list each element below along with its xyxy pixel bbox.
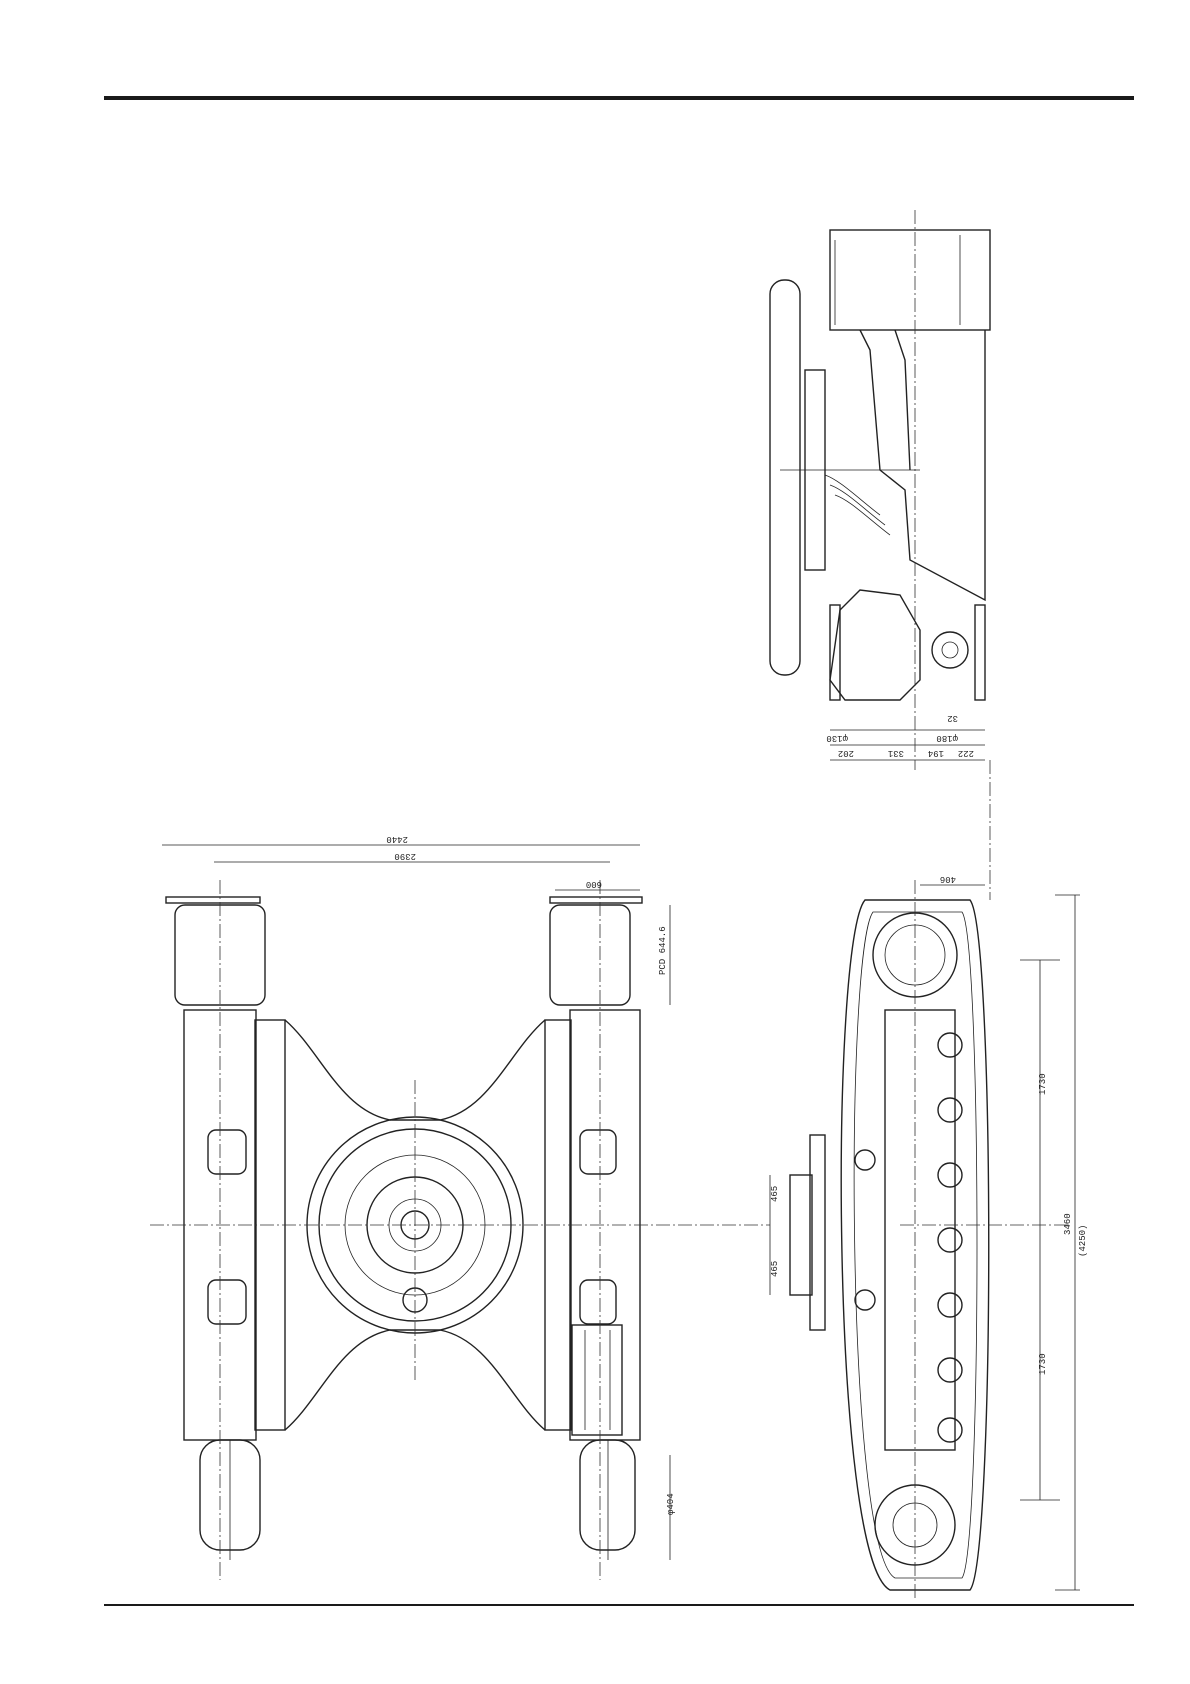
dim-2440: 2440: [386, 834, 408, 844]
track-view-drawing: [770, 880, 1080, 1600]
side-view-drawing: [770, 210, 990, 900]
side-view-dimension-labels: 202 331 194 222 φ130 φ180 32: [826, 713, 974, 758]
dim-3460: 3460: [1063, 1213, 1073, 1235]
dim-phi180: φ180: [936, 733, 958, 743]
dim-32: 32: [947, 713, 958, 723]
dim-222: 222: [958, 748, 974, 758]
dim-4250: (4250): [1078, 1225, 1088, 1257]
dim-406: 406: [940, 874, 956, 884]
dim-465-lower: 465: [770, 1261, 780, 1277]
top-view-dimension-labels: 2440 2390 600 PCD 644.6 φ404: [386, 834, 676, 1515]
dim-2390: 2390: [394, 851, 416, 861]
dim-phi404: φ404: [666, 1493, 676, 1515]
dim-1730-lower: 1730: [1038, 1353, 1048, 1375]
dim-194: 194: [928, 748, 944, 758]
dim-600: 600: [586, 879, 602, 889]
dim-phi130: φ130: [826, 733, 848, 743]
dim-465-upper: 465: [770, 1186, 780, 1202]
dim-pcd: PCD 644.6: [658, 926, 668, 975]
footer-rule: [104, 1604, 1134, 1606]
dim-331: 331: [888, 748, 904, 758]
dim-1730-upper: 1730: [1038, 1073, 1048, 1095]
dim-202: 202: [838, 748, 854, 758]
top-view-drawing: [150, 845, 770, 1580]
